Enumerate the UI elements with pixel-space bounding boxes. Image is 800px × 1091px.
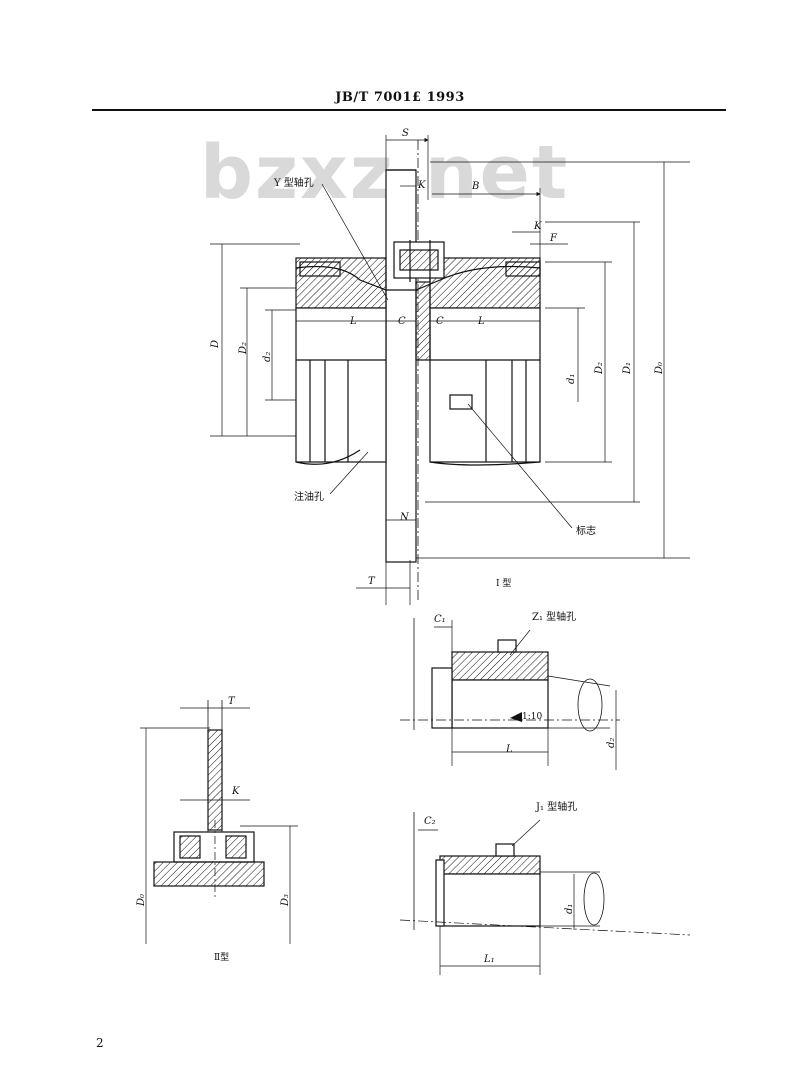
- label-j1-shaft-hole: J₁ 型轴孔: [536, 802, 578, 813]
- main-view: [295, 140, 541, 600]
- j1-shaft-hole-view: [399, 812, 691, 975]
- dim-d2-left: D₂: [238, 341, 249, 354]
- dim-d2-right: D₂: [594, 361, 605, 374]
- label-z1-shaft-hole: Z₁ 型轴孔: [532, 612, 577, 623]
- dim-l-left: L: [350, 316, 357, 327]
- label-y-shaft-hole: Y 型轴孔: [274, 178, 314, 189]
- label-taper: 1:10: [522, 712, 543, 722]
- dim-f: F: [550, 233, 557, 244]
- dim-d0-right: D₀: [654, 361, 665, 374]
- watermark: bzxz.net: [200, 130, 570, 216]
- dim-t-type-ii: T: [228, 696, 235, 707]
- dim-c-left: C: [398, 316, 406, 327]
- dim-k-top: K: [418, 180, 426, 191]
- dim-l1-j1: L₁: [484, 954, 495, 965]
- dim-t-main: T: [368, 576, 375, 587]
- dim-d2-small-left: d₂: [262, 351, 273, 362]
- dim-c-right: C: [436, 316, 444, 327]
- dim-c2: C₂: [424, 816, 436, 827]
- dim-l-z1: L: [506, 744, 513, 755]
- header-rule: [92, 109, 726, 111]
- dim-d: D: [210, 339, 221, 348]
- dim-d3-type-ii: D₃: [280, 893, 291, 906]
- dim-n: N: [400, 512, 409, 523]
- label-mark: 标志: [576, 526, 596, 537]
- dim-l-right: L: [478, 316, 485, 327]
- label-type-ii: Ⅱ型: [214, 953, 230, 963]
- dim-d2-z1: d₂: [606, 737, 617, 748]
- dim-k-right: K: [534, 221, 542, 232]
- page-header: JB/T 7001£ 1993: [0, 0, 800, 115]
- dim-d1-right: D₁: [622, 361, 633, 374]
- dim-b: B: [472, 181, 480, 192]
- label-injection-hole: 注油孔: [294, 492, 324, 503]
- page-number: 2: [96, 1036, 104, 1050]
- main-dimensions: [210, 135, 690, 605]
- dim-d1-small: d₁: [566, 373, 577, 384]
- type-i-detail: [140, 700, 298, 944]
- dim-d0-type-ii: D₀: [136, 893, 147, 906]
- dim-c1: C₁: [434, 614, 446, 625]
- standard-code: JB/T 7001£ 1993: [335, 90, 465, 105]
- dim-k-type-ii: K: [232, 786, 240, 797]
- z1-shaft-hole-view: [400, 618, 620, 770]
- dim-d1-j1: d₁: [564, 903, 575, 914]
- dim-s: S: [402, 128, 409, 139]
- label-type-i: I 型: [496, 579, 512, 589]
